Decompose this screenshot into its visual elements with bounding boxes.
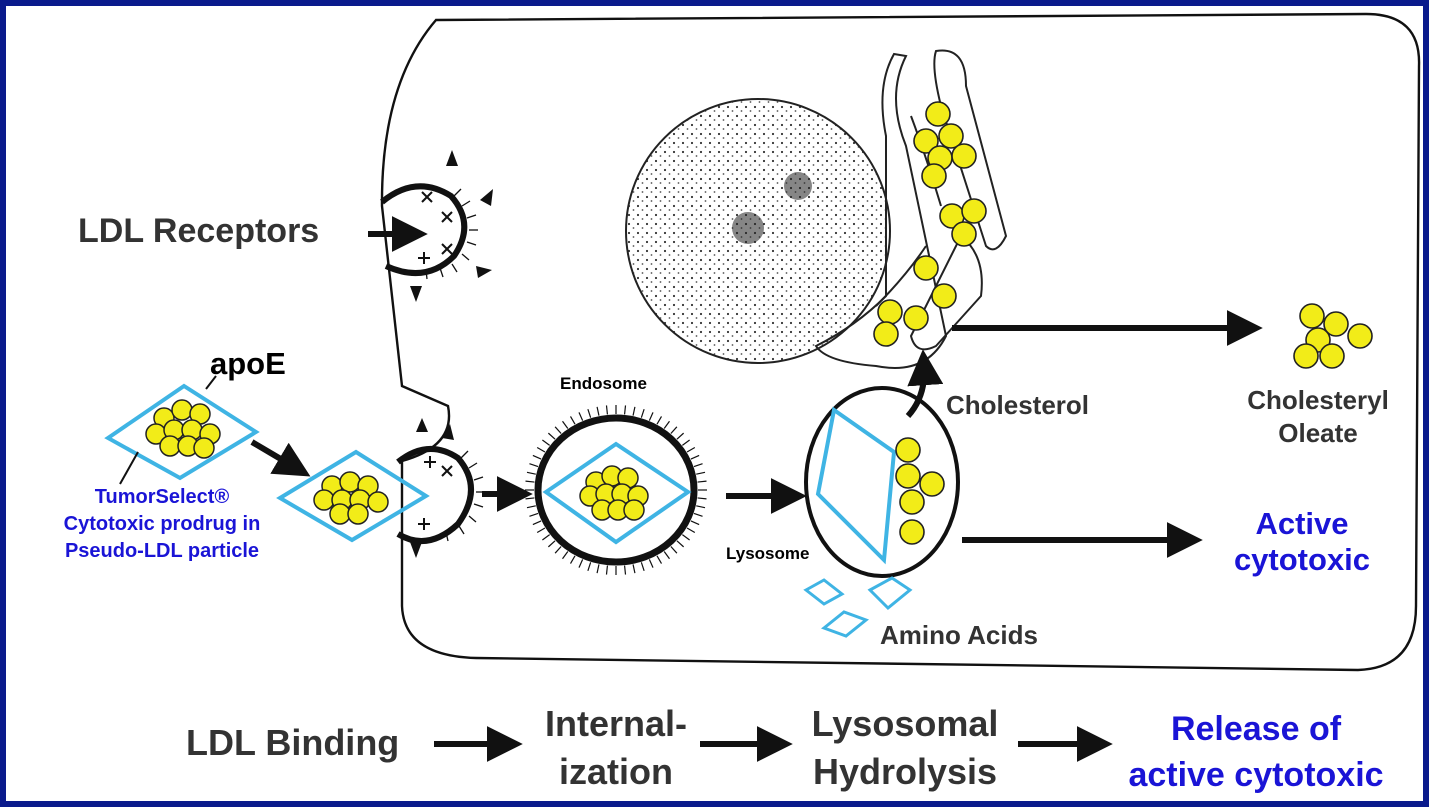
tumorselect-line2: Cytotoxic prodrug in <box>63 513 261 535</box>
active-line1: Active <box>1255 506 1349 541</box>
endosome-hair <box>686 527 696 534</box>
lysosome-label: Lysosome <box>726 544 810 563</box>
endosome-hair <box>623 405 627 415</box>
endosome-hair <box>656 555 663 564</box>
hydrolysis-line1: Lysosomal <box>811 703 999 744</box>
endosome-hair <box>587 408 592 418</box>
pathway-step-internalization: Internal- ization <box>526 700 706 796</box>
endosome-hair <box>569 416 576 425</box>
endosome-hair <box>697 480 707 483</box>
lysosome <box>804 386 960 578</box>
active-line2: cytotoxic <box>1233 542 1371 577</box>
cell-membrane <box>380 12 1421 672</box>
endosome-hair <box>526 505 536 509</box>
coated-pit-bottom <box>396 418 485 558</box>
arrows <box>250 216 1263 762</box>
endosome-hair <box>569 555 576 564</box>
endosome-hair <box>686 446 696 453</box>
active-cytotoxic-label: Active cytotoxic <box>1202 506 1402 578</box>
endosome-hair <box>547 540 556 548</box>
cholesterol-label: Cholesterol <box>946 390 1090 420</box>
endosome-hair <box>697 497 707 500</box>
endosome-hair <box>690 454 700 460</box>
endosome-hair <box>578 412 584 421</box>
release-line2: active cytotoxic <box>1128 756 1384 794</box>
endosome-hair <box>676 540 685 548</box>
er-lipids <box>873 101 987 347</box>
endosome-hair <box>587 562 592 572</box>
endosome-hair <box>648 412 654 421</box>
endosome-hair <box>554 546 562 554</box>
endosome-hair <box>623 565 627 575</box>
endosome-hair <box>663 420 670 429</box>
endosome-hair <box>656 416 663 425</box>
tumorselect-line3: Pseudo-LDL particle <box>64 540 260 562</box>
er-icon <box>814 49 1008 369</box>
endosome-hair <box>532 520 542 526</box>
endosome-hair <box>696 471 706 475</box>
pathway-step-lysosomal-hydrolysis: Lysosomal Hydrolysis <box>790 700 1020 796</box>
endosome-hair <box>681 439 690 446</box>
internalization-line2: ization <box>559 751 673 792</box>
endosome-hair <box>542 439 551 446</box>
arrow-lysosome-to-er <box>905 349 944 419</box>
cholesteryl-oleate-label: Cholesteryl Oleate <box>1228 384 1408 450</box>
cholesteryl-line2: Oleate <box>1278 418 1358 448</box>
endosome-hair <box>632 406 636 416</box>
endosome-hair <box>681 534 690 541</box>
endosome-hair <box>532 454 542 460</box>
ldl-receptors-label: LDL Receptors <box>78 212 320 250</box>
endosome-hair <box>526 471 536 475</box>
ldl-particle-free <box>104 375 260 485</box>
endosome-hair <box>536 446 546 453</box>
endosome-hair <box>596 564 600 574</box>
endosome-hair <box>536 527 546 534</box>
arrow-particle-to-pit <box>250 439 311 477</box>
endosome-hair <box>670 426 678 434</box>
endosome-hair <box>529 512 539 517</box>
amino-acids <box>803 576 913 638</box>
endosome-hair <box>693 512 703 517</box>
endosome-hair <box>596 406 600 416</box>
release-line1: Release of <box>1170 710 1342 748</box>
endosome-hair <box>670 546 678 554</box>
nucleus-icon <box>625 98 891 364</box>
cholesteryl-oleate-cluster <box>1293 303 1373 369</box>
tumorselect-line1: TumorSelect® <box>94 486 230 508</box>
endosome-hair <box>690 520 700 526</box>
endosome-hair <box>605 565 609 575</box>
endosome-hair <box>525 497 535 500</box>
amino-acids-label: Amino Acids <box>880 620 1038 650</box>
endosome-hair <box>529 463 539 468</box>
endosome-hair <box>663 551 670 560</box>
endosome-hair <box>578 559 584 568</box>
endosome-hair <box>554 426 562 434</box>
apoe-label: apoE <box>210 346 286 381</box>
endosome-hair <box>648 559 654 568</box>
endosome-hair <box>542 534 551 541</box>
coated-pit-top <box>380 150 493 302</box>
endosome-hair <box>640 408 645 418</box>
ldl-particle-bound <box>276 449 430 543</box>
endosome <box>525 405 707 575</box>
endosome-hair <box>640 562 645 572</box>
endosome-hair <box>676 432 685 440</box>
endosome-hair <box>632 564 636 574</box>
endosome-hair <box>605 405 609 415</box>
cholesteryl-line1: Cholesteryl <box>1247 385 1389 415</box>
internalization-line1: Internal- <box>544 703 687 744</box>
cell-diagram <box>104 12 1421 762</box>
pathway-step-release: Release of active cytotoxic <box>1096 706 1416 798</box>
endosome-hair <box>693 463 703 468</box>
tumorselect-label: TumorSelect® Cytotoxic prodrug in Pseudo… <box>20 484 304 565</box>
endosome-hair <box>696 505 706 509</box>
endosome-hair <box>562 551 569 560</box>
hydrolysis-line2: Hydrolysis <box>812 751 998 792</box>
pathway-step-ldl-binding: LDL Binding <box>186 722 400 763</box>
endosome-hair <box>562 420 569 429</box>
endosome-hair <box>525 480 535 483</box>
endosome-label: Endosome <box>560 374 647 393</box>
endosome-hair <box>547 432 556 440</box>
